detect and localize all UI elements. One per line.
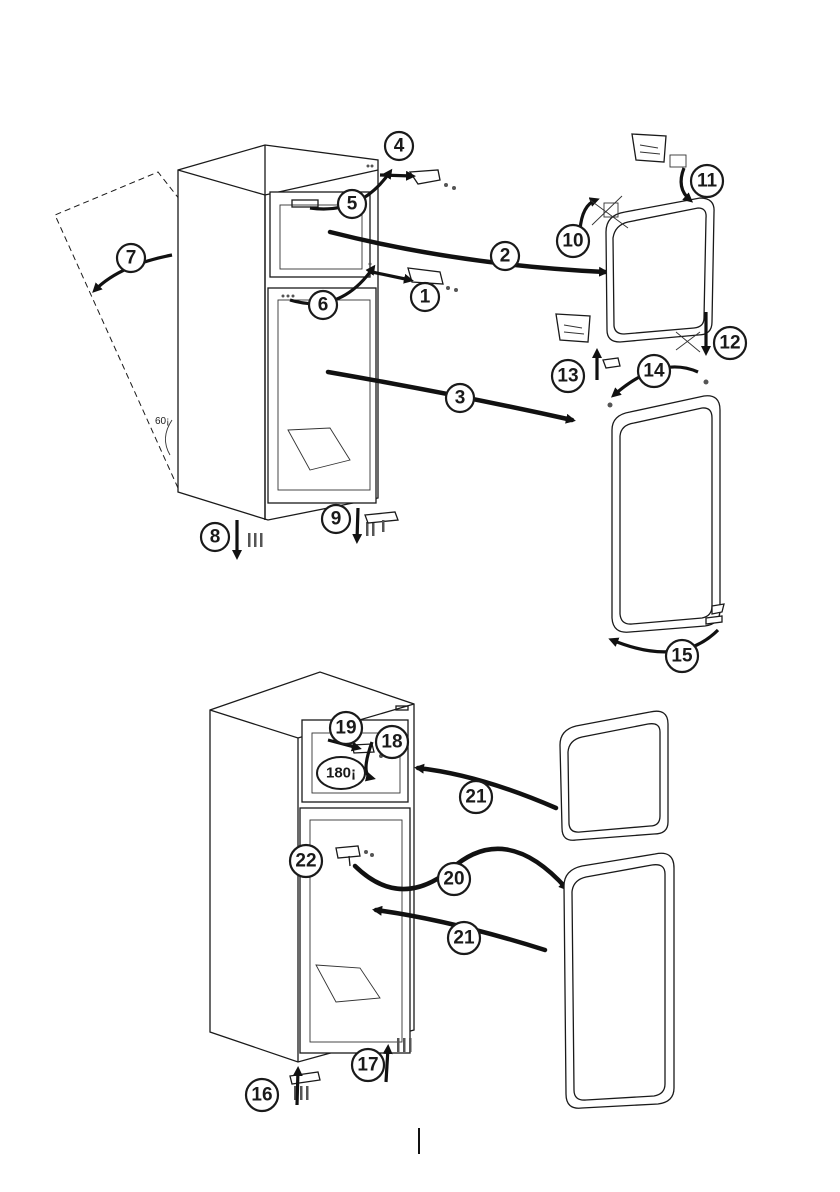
svg-text:21: 21	[453, 928, 475, 949]
step-callout-10: 10	[557, 225, 589, 257]
fridge-door	[612, 396, 720, 632]
svg-text:1: 1	[420, 287, 431, 308]
step-callout-2: 2	[491, 242, 519, 270]
angle-callout-180: 180¡	[317, 757, 365, 789]
svg-text:20: 20	[443, 869, 464, 890]
step-callout-8: 8	[201, 523, 229, 551]
step-callout-22: 22	[290, 845, 322, 877]
arrow-step-15	[612, 630, 718, 652]
step-callout-14: 14	[638, 355, 670, 387]
svg-text:14: 14	[643, 361, 665, 382]
fridge-top-illustration: 60¡	[55, 134, 724, 652]
svg-text:10: 10	[562, 231, 583, 252]
svg-text:21: 21	[465, 787, 487, 808]
fridge-door-reversed	[564, 853, 674, 1108]
hinge-pin-icon	[603, 358, 620, 368]
step-callout-16: 16	[246, 1079, 278, 1111]
arrow-step-9	[357, 508, 358, 540]
freezer-door-reversed	[560, 711, 668, 840]
svg-text:11: 11	[697, 171, 718, 192]
arrow-step-17	[386, 1048, 388, 1082]
svg-text:15: 15	[671, 646, 693, 667]
step-callout-7: 7	[117, 244, 145, 272]
svg-text:6: 6	[318, 295, 329, 316]
svg-text:19: 19	[335, 718, 356, 739]
arrow-step-10	[580, 200, 596, 230]
step-callout-4: 4	[385, 132, 413, 160]
svg-text:12: 12	[719, 333, 740, 354]
step-callout-6: 6	[309, 291, 337, 319]
svg-text:4: 4	[394, 136, 405, 157]
step-callout-19: 19	[330, 712, 362, 744]
svg-text:180¡: 180¡	[326, 765, 356, 782]
page-separator-mark	[418, 1128, 420, 1154]
step-callout-11: 11	[691, 165, 723, 197]
svg-text:3: 3	[455, 388, 466, 409]
step-callout-21-bottom: 21	[448, 922, 480, 954]
step-callout-3: 3	[446, 384, 474, 412]
arrow-step-4	[380, 175, 412, 176]
svg-text:7: 7	[126, 248, 137, 269]
svg-text:8: 8	[210, 527, 221, 548]
svg-text:17: 17	[357, 1055, 378, 1076]
step-callout-13: 13	[552, 360, 584, 392]
svg-text:2: 2	[500, 246, 511, 267]
angle-label-60: 60¡	[155, 416, 169, 427]
open-door-outline	[55, 172, 180, 488]
step-callout-5: 5	[338, 190, 366, 218]
step-callout-20: 20	[438, 863, 470, 895]
top-hinge-icon	[410, 170, 456, 190]
fridge-compartment	[268, 288, 376, 503]
arrow-step-16	[297, 1070, 298, 1105]
step-callout-1: 1	[411, 283, 439, 311]
bag-icon-middle	[556, 314, 590, 342]
bag-icon-top	[632, 134, 666, 162]
step-callout-21-top: 21	[460, 781, 492, 813]
step-callout-17: 17	[352, 1049, 384, 1081]
step-callout-15: 15	[666, 640, 698, 672]
svg-text:13: 13	[557, 366, 578, 387]
fridge-compartment-reversed	[300, 808, 410, 1053]
svg-text:5: 5	[347, 194, 358, 215]
step-callout-12: 12	[714, 327, 746, 359]
svg-text:9: 9	[331, 509, 342, 530]
svg-text:18: 18	[381, 732, 402, 753]
freezer-door	[606, 198, 714, 342]
step-callout-18: 18	[376, 726, 408, 758]
arrow-step-11	[681, 168, 690, 200]
svg-text:22: 22	[295, 851, 316, 872]
step-callout-9: 9	[322, 505, 350, 533]
svg-text:16: 16	[251, 1085, 272, 1106]
